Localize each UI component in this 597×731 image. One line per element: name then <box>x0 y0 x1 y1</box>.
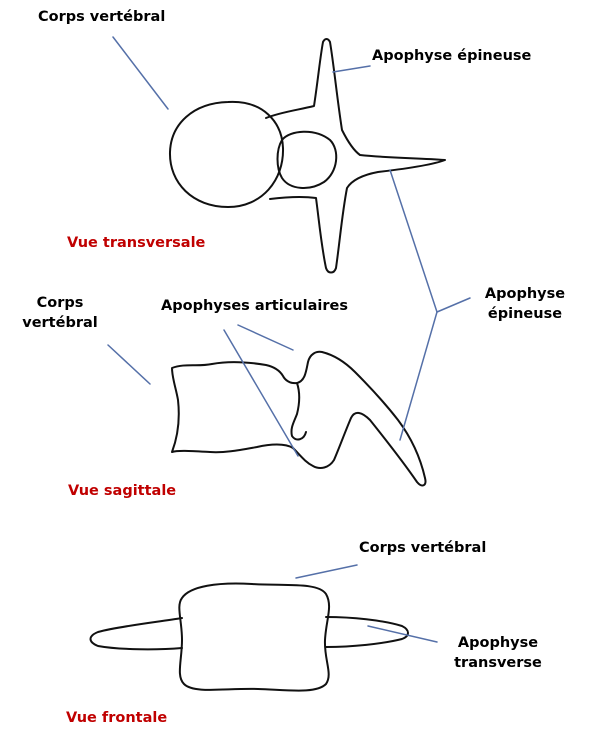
sagittal-body-label-line2: vertébral <box>20 313 100 333</box>
transversal-view-title: Vue transversale <box>67 233 205 253</box>
transversal-vertebral-arch <box>266 39 445 273</box>
shared-spinous-label: Apophyse épineuse <box>470 284 580 324</box>
leader-frontal-body <box>296 565 357 578</box>
leader-sagittal-body <box>108 345 150 384</box>
shared-spinous-label-line2: épineuse <box>470 304 580 324</box>
frontal-transverse-label-line2: transverse <box>438 653 558 673</box>
frontal-vertebral-body <box>179 584 329 691</box>
sagittal-body-label: Corps vertébral <box>20 293 100 333</box>
transversal-spinal-canal <box>278 132 337 188</box>
sagittal-view-title: Vue sagittale <box>68 481 176 501</box>
sagittal-articular-notch <box>291 383 306 439</box>
frontal-transverse-label: Apophyse transverse <box>438 633 558 673</box>
leader-shared-spinous-stub <box>437 298 470 312</box>
articular-processes-label: Apophyses articulaires <box>161 296 348 316</box>
frontal-vertebra <box>91 584 409 691</box>
transversal-vertebra <box>170 39 445 273</box>
frontal-transverse-label-line1: Apophyse <box>438 633 558 653</box>
frontal-body-label: Corps vertébral <box>359 538 486 558</box>
frontal-transverse-process-left <box>91 618 183 649</box>
shared-spinous-label-line1: Apophyse <box>470 284 580 304</box>
transversal-spinous-label: Apophyse épineuse <box>372 46 531 66</box>
sagittal-body-label-line1: Corps <box>20 293 100 313</box>
transversal-body-label: Corps vertébral <box>38 7 165 27</box>
sagittal-vertebra <box>172 352 425 486</box>
leader-transversal-body <box>113 37 168 109</box>
sagittal-vertebra-outline <box>172 352 425 486</box>
leader-articular-1 <box>238 325 293 350</box>
leader-transversal-spinous <box>333 66 370 72</box>
frontal-view-title: Vue frontale <box>66 708 167 728</box>
leader-articular-2 <box>224 330 298 456</box>
leader-shared-spinous <box>390 170 437 440</box>
